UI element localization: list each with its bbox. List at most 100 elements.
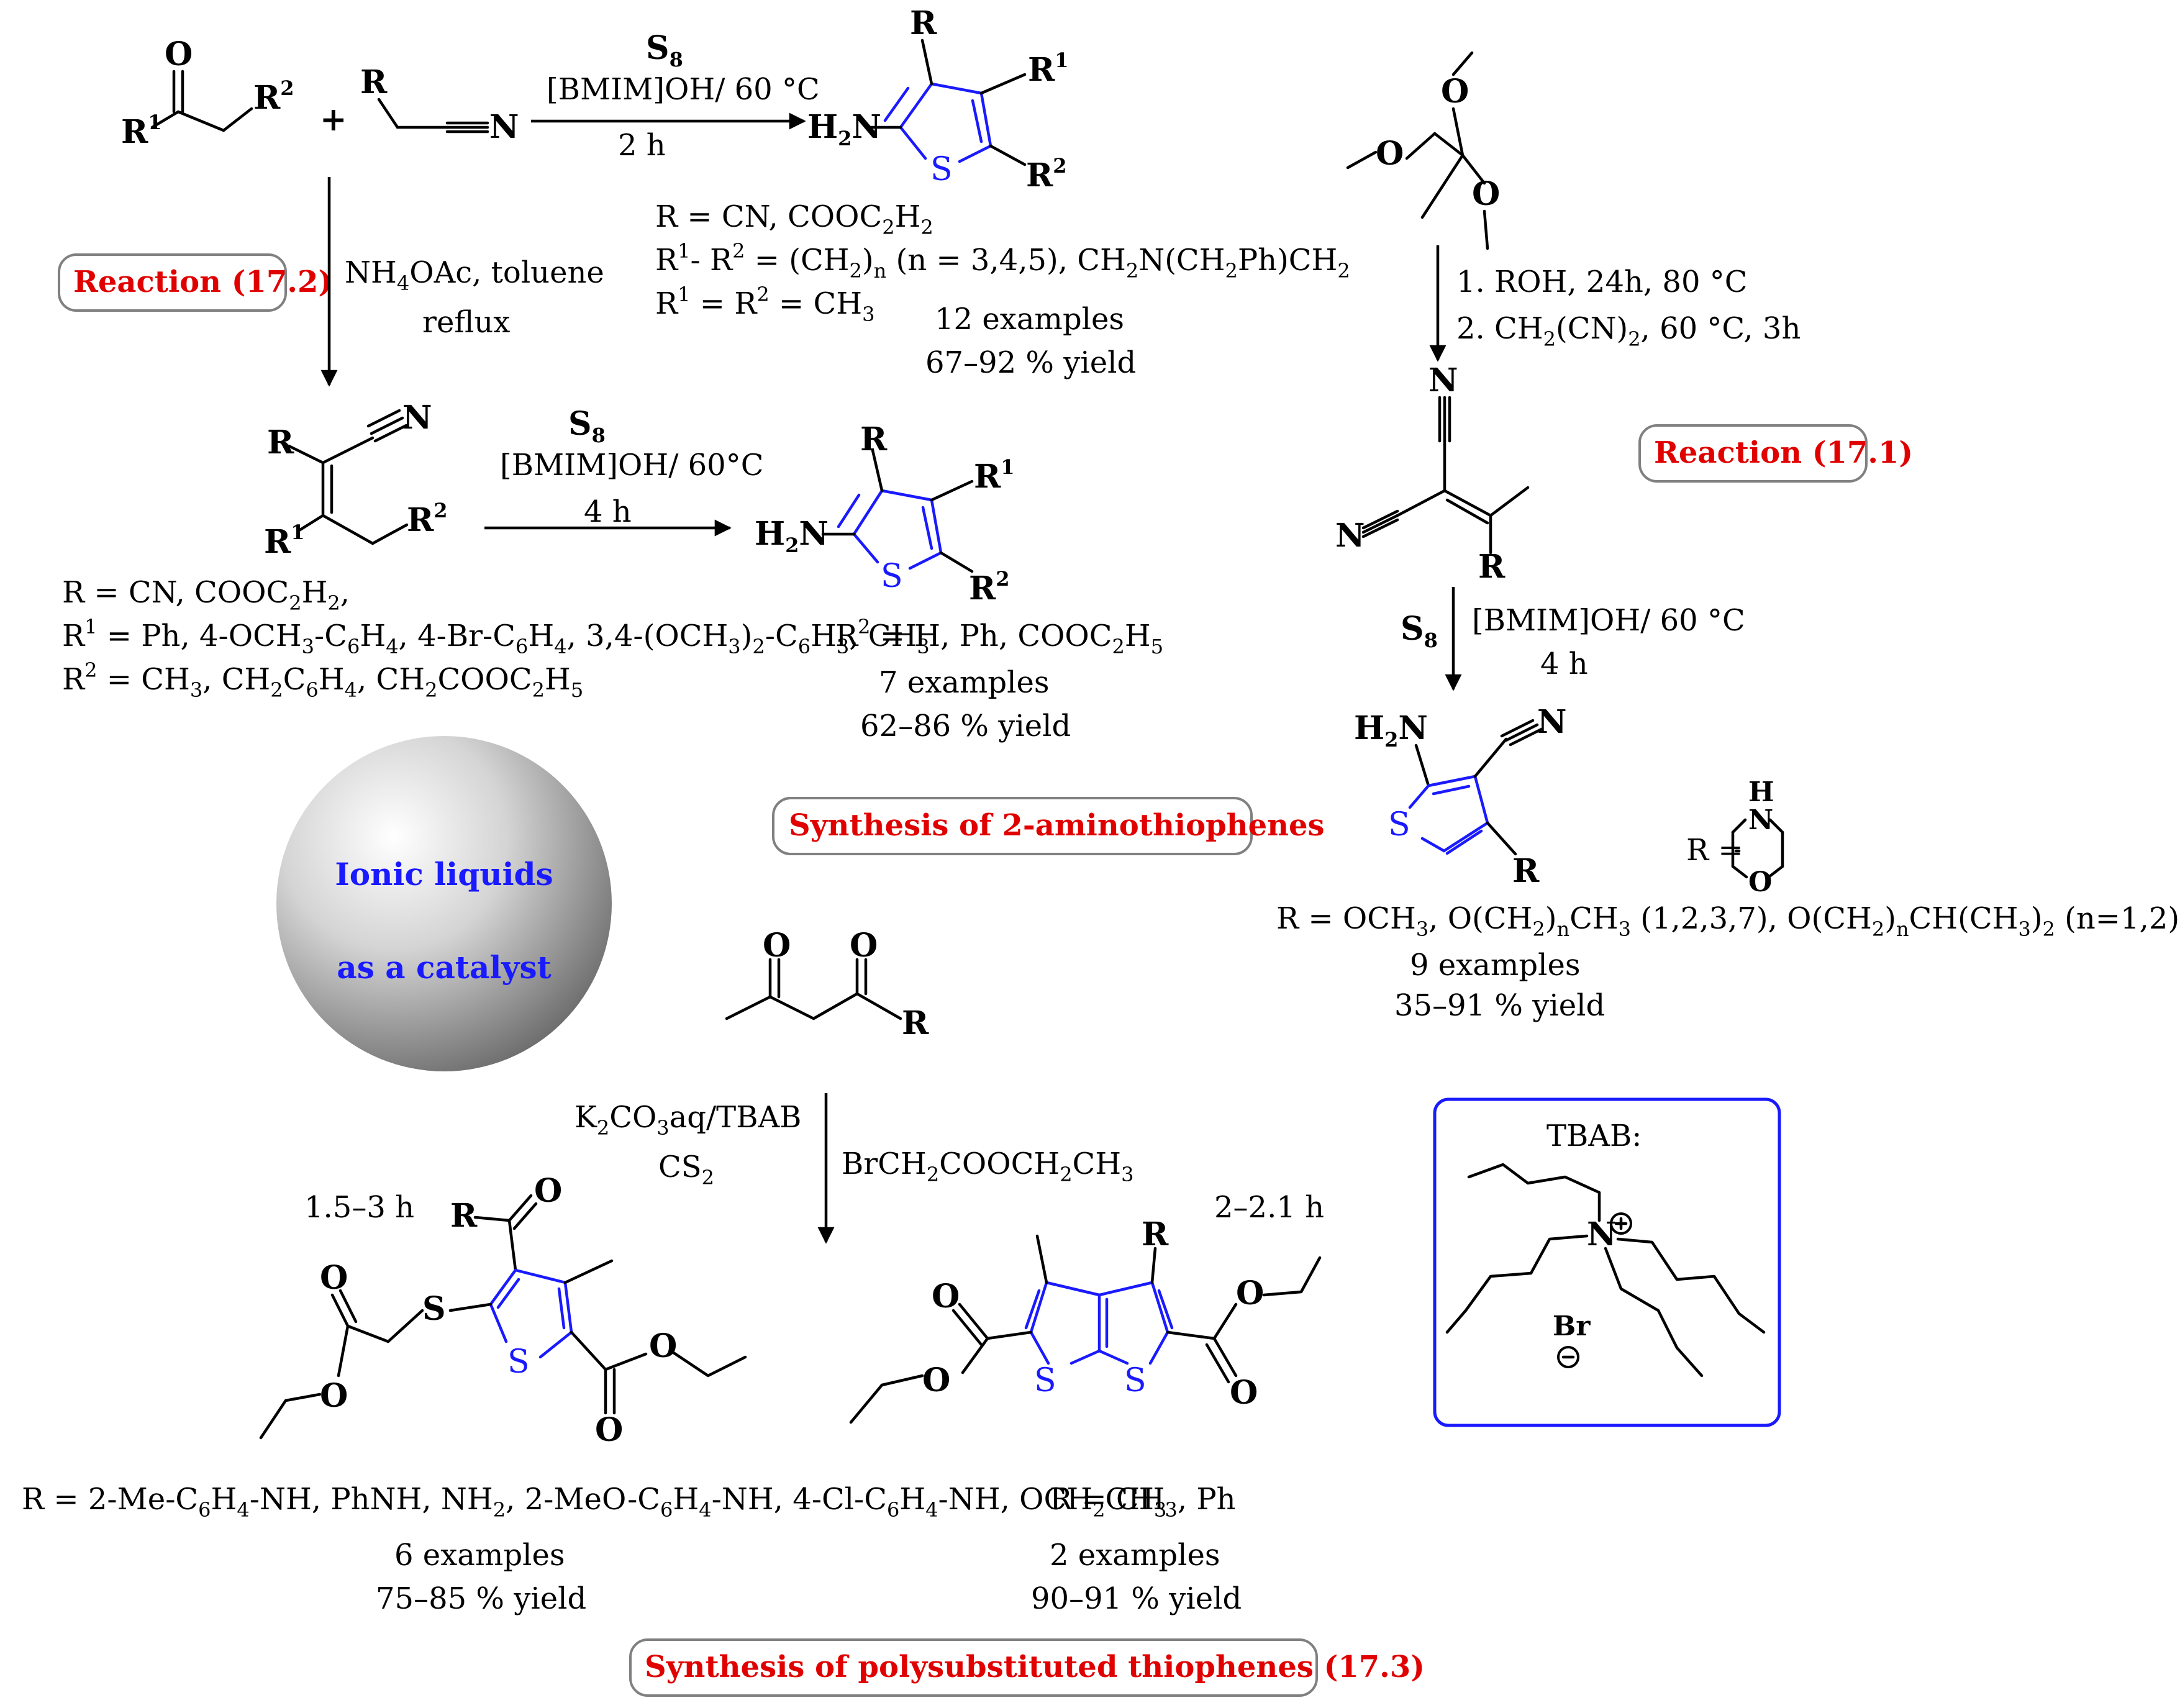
svg-text:R: R	[902, 1004, 929, 1042]
top-R1eqR2-def: R1 = R2 = CH3	[655, 283, 874, 326]
svg-text:O: O	[649, 1327, 677, 1365]
svg-text:R =: R =	[1686, 833, 1743, 868]
svg-text:Br: Br	[1553, 1311, 1591, 1342]
svg-text:R: R	[1142, 1215, 1169, 1253]
s8-middle: S8	[568, 405, 606, 447]
svg-text:N: N	[1537, 703, 1567, 741]
svg-text:R: R	[267, 424, 294, 461]
cond-bmim-top: [BMIM]OH/ 60 °C	[547, 72, 820, 107]
right-R-def: R = OCH3, O(CH2)nCH3 (1,2,3,7), O(CH2)nC…	[1276, 901, 2180, 941]
plus-sign: +	[320, 101, 347, 139]
svg-text:R: R	[860, 420, 888, 458]
diketone-reactant: O O R	[725, 927, 929, 1042]
cond-roh: 1. ROH, 24h, 80 °C	[1456, 265, 1748, 299]
svg-text:R1: R1	[121, 111, 161, 151]
r5-examples: 2 examples	[1050, 1538, 1220, 1573]
ionic-liquid-sphere: Ionic liquids as a catalyst	[276, 736, 612, 1071]
svg-text:O: O	[320, 1259, 348, 1297]
cond-time-4h-right: 4 h	[1540, 647, 1588, 681]
ketone-reactant: O R1 R2	[121, 35, 294, 151]
ionic-label-line2: as a catalyst	[337, 949, 551, 986]
svg-text:S: S	[422, 1290, 446, 1328]
cond-reflux: reflux	[422, 305, 510, 340]
svg-text:TBAB:: TBAB:	[1546, 1119, 1642, 1153]
svg-text:O: O	[320, 1377, 348, 1415]
svg-text:O: O	[595, 1411, 623, 1449]
dicyanoalkene-intermediate: N R N	[1335, 361, 1530, 586]
r4-examples: 6 examples	[394, 1538, 565, 1573]
intermediate-alkene: R N R1 R2	[264, 399, 447, 561]
svg-text:O: O	[534, 1172, 562, 1210]
r3-examples: 9 examples	[1410, 948, 1581, 983]
svg-text:R: R	[450, 1197, 478, 1235]
svg-text:S: S	[930, 151, 953, 188]
product-thienothiophene-bottom-right: S S R O O O O	[849, 1215, 1322, 1424]
s8-right: S8	[1401, 610, 1438, 652]
svg-text:S: S	[1388, 806, 1410, 843]
svg-text:O: O	[165, 35, 193, 73]
svg-text:O: O	[763, 927, 791, 965]
tag-synthesis-aminothiophenes: Synthesis of 2-aminothiophenes	[772, 797, 1325, 855]
bottom-R2-def: R = CH3, Ph	[1050, 1482, 1236, 1522]
product-aminothiophene-right: H2N S N R	[1354, 703, 1567, 890]
mid-R-def: R = CN, COOC2H2,	[62, 575, 350, 615]
svg-text:Reaction (17.1): Reaction (17.1)	[1654, 435, 1913, 470]
svg-text:S: S	[881, 558, 903, 595]
tag-reaction-171: Reaction (17.1)	[1638, 424, 1913, 483]
prod-R2-def: R2 = H, Ph, COOC2H5	[835, 615, 1163, 658]
svg-text:S: S	[1124, 1362, 1147, 1399]
svg-text:R2: R2	[253, 76, 294, 117]
svg-text:O: O	[850, 927, 878, 965]
mid-R2-def: R2 = CH3, CH2C6H4, CH2COOC2H5	[62, 658, 583, 702]
product-aminothiophene-middle: S R R1 R2 H2N	[755, 420, 1014, 607]
svg-text:O: O	[1472, 175, 1500, 213]
svg-text:Reaction (17.2): Reaction (17.2)	[73, 265, 332, 299]
cond-cs2: CS2	[658, 1150, 714, 1189]
r1-examples: 12 examples	[935, 302, 1124, 337]
tbab-structure-box: TBAB: N Br	[1433, 1097, 1781, 1427]
svg-text:H2N: H2N	[807, 108, 881, 150]
svg-text:N: N	[1428, 361, 1458, 399]
morpholine-substituent: R = H N O	[1686, 776, 1784, 898]
cond-bmim-middle: [BMIM]OH/ 60°C	[500, 448, 763, 483]
svg-text:R: R	[1478, 548, 1506, 586]
r4-yield: 75–85 % yield	[376, 1581, 586, 1616]
top-R1R2-def: R1- R2 = (CH2)n (n = 3,4,5), CH2N(CH2Ph)…	[655, 239, 1350, 283]
r2-examples: 7 examples	[879, 665, 1050, 700]
orthoester-reactant: O O O	[1346, 51, 1500, 250]
svg-text:O: O	[1441, 73, 1469, 111]
r1-yield: 67–92 % yield	[925, 345, 1136, 380]
tag-synthesis-polysubstituted: Synthesis of polysubstituted thiophenes …	[629, 1638, 1425, 1697]
time-1-5-3h: 1.5–3 h	[304, 1190, 414, 1225]
svg-text:O: O	[1376, 135, 1404, 173]
cond-k2co3: K2CO3aq/TBAB	[575, 1100, 801, 1140]
r5-yield: 90–91 % yield	[1031, 1581, 1242, 1616]
cond-malononitrile: 2. CH2(CN)2, 60 °C, 3h	[1456, 311, 1801, 351]
mid-R1-def: R1 = Ph, 4-OCH3-C6H4, 4-Br-C6H4, 3,4-(OC…	[62, 615, 930, 658]
product-thiophene-bottom-left: R O S O O S O O	[259, 1172, 747, 1449]
cond-time-4h: 4 h	[584, 494, 632, 529]
svg-text:O: O	[1236, 1274, 1264, 1312]
svg-text:N: N	[489, 108, 519, 146]
time-2-2-1h: 2–2.1 h	[1214, 1190, 1324, 1225]
cond-bromoacetate: BrCH2COOCH2CH3	[842, 1147, 1134, 1186]
svg-text:Synthesis of polysubstituted t: Synthesis of polysubstituted thiophenes …	[645, 1650, 1425, 1684]
svg-text:O: O	[1230, 1374, 1258, 1412]
svg-text:O: O	[932, 1278, 960, 1315]
svg-text:R1: R1	[264, 520, 304, 561]
tag-reaction-172: Reaction (17.2)	[58, 253, 332, 312]
svg-text:R: R	[910, 4, 937, 42]
cond-time-2h: 2 h	[618, 128, 666, 163]
cond-bmim-right: [BMIM]OH/ 60 °C	[1472, 603, 1745, 638]
svg-text:N: N	[1335, 517, 1365, 555]
svg-text:R1: R1	[974, 455, 1014, 496]
nitrile-reactant: R N	[360, 63, 519, 146]
svg-text:H2N: H2N	[755, 515, 829, 557]
r3-yield: 35–91 % yield	[1394, 988, 1605, 1023]
svg-text:S: S	[507, 1343, 530, 1381]
svg-text:R1: R1	[1028, 48, 1068, 89]
svg-text:Synthesis of 2-aminothiophenes: Synthesis of 2-aminothiophenes	[789, 808, 1325, 843]
svg-text:S: S	[1034, 1362, 1056, 1399]
cond-nh4oac: NH4OAc, toluene	[345, 255, 604, 295]
